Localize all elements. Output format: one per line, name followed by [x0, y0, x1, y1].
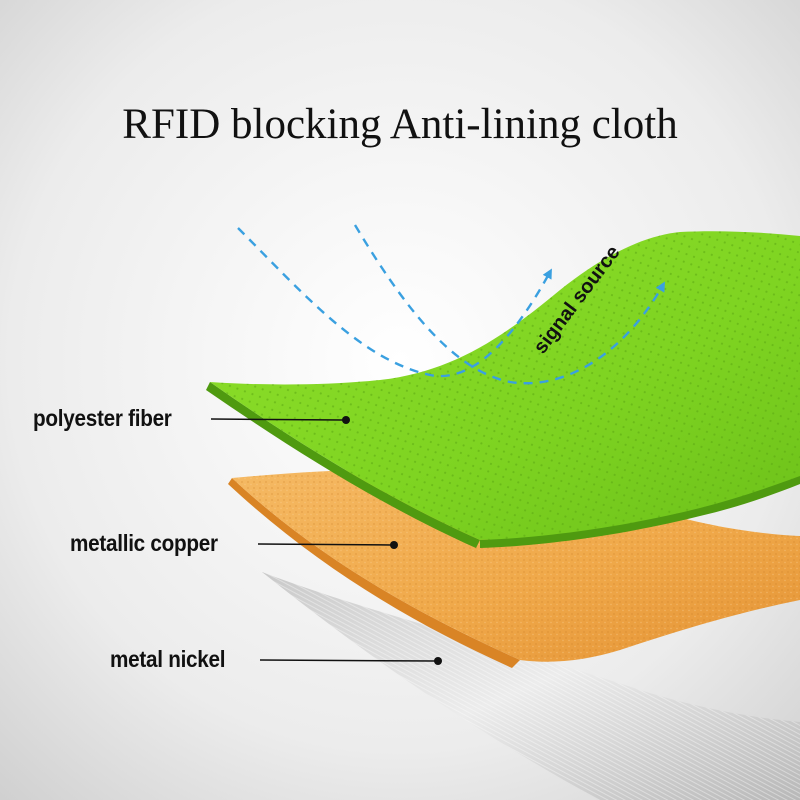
leader-dot-polyester	[342, 416, 350, 424]
leader-dot-copper	[390, 541, 398, 549]
polyester-layer	[206, 231, 800, 548]
signal-arrow-1	[237, 227, 552, 378]
leader-line-polyester	[210, 418, 344, 421]
signal-arrow-2	[353, 224, 665, 385]
leader-dot-nickel	[434, 657, 442, 665]
leader-line-copper	[257, 543, 392, 546]
signal-arrows	[237, 224, 665, 385]
layer-label-polyester: polyester fiber	[33, 405, 172, 431]
layer-label-copper: metallic copper	[70, 530, 218, 556]
leader-lines	[210, 416, 442, 665]
layer-label-nickel: metal nickel	[110, 646, 226, 672]
page-title: RFID blocking Anti-lining cloth	[122, 101, 678, 148]
leader-line-nickel	[259, 659, 436, 662]
nickel-layer	[252, 572, 800, 800]
